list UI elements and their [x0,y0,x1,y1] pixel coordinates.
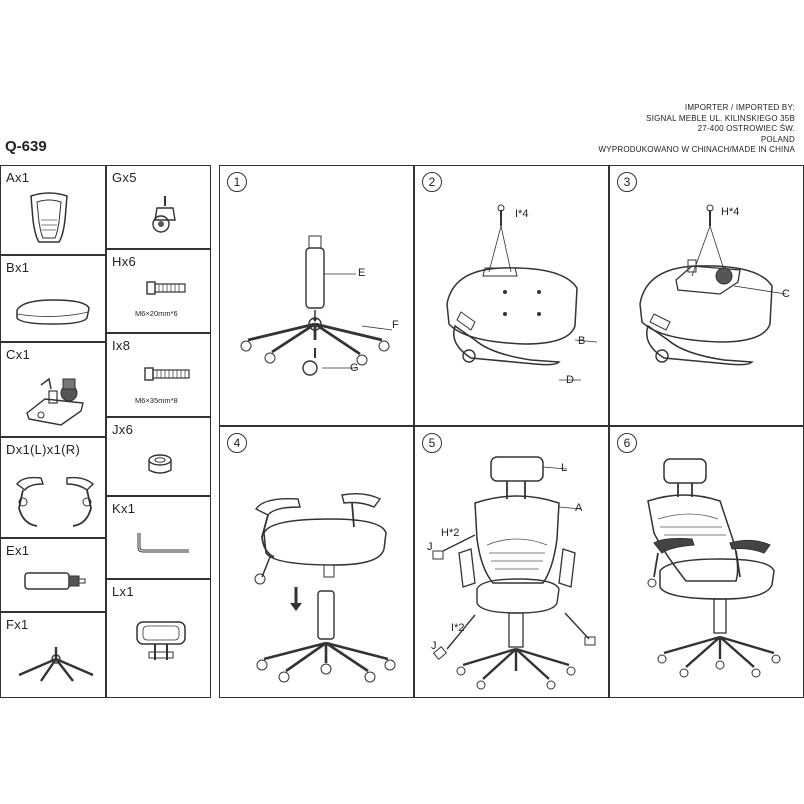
part-h: Hx6 M6×20mm*6 [106,249,211,333]
caster-icon [152,196,176,233]
importer-line-4: POLAND [760,134,795,144]
step-2-label-screws: I*4 [515,208,529,220]
importer-line-1: IMPORTER / IMPORTED BY: [684,103,795,112]
model-number: Q-639 [5,138,47,155]
part-j-label: Jx6 [112,422,134,437]
part-g-label: Gx5 [112,170,137,185]
step-2: 2 I*4 B D [414,165,609,426]
step-4: 4 [219,426,414,698]
step-1-number: 1 [227,172,247,192]
step-5-label-j1: J [427,541,433,553]
importer-line-5: WYPRODUKOWANO W CHINACH/MADE IN CHINA [598,145,795,154]
part-j: Jx6 [106,417,211,496]
part-l-label: Lx1 [112,584,134,599]
part-k: Kx1 [106,496,211,579]
part-i-size: M6×35mm*8 [135,396,178,405]
step-4-illustration [254,492,396,683]
step-4-number: 4 [227,433,247,453]
step-1-label-f: F [392,319,399,331]
part-i: Ix8 M6×35mm*8 [106,333,211,417]
step-5-illustration [432,456,596,690]
step-2-label-d: D [566,374,574,386]
mechanism-icon [26,377,84,426]
backrest-icon [30,192,68,243]
part-c: Cx1 [0,342,106,437]
gas-lift-icon [24,572,86,590]
part-c-label: Cx1 [6,347,31,362]
step-1-label-e: E [358,267,366,279]
long-bolt-icon [144,367,190,381]
step-6: 6 [609,426,804,698]
part-i-label: Ix8 [112,338,131,353]
headrest-icon [136,621,186,660]
importer-line-2: SIGNAL MEBLE UL. KILINSKIEGO 35B [646,113,795,123]
base-icon [18,647,94,682]
step-1: 1 E F G [219,165,414,426]
step-2-number: 2 [422,172,442,192]
part-f-label: Fx1 [6,617,29,632]
armrests-icon [16,476,95,527]
part-a: Ax1 [0,165,106,255]
step-5-label-j2: J [431,640,437,652]
part-e-label: Ex1 [6,543,30,558]
step-5-label-l: L [561,462,568,474]
seat-cushion-icon [16,299,90,325]
step-6-number: 6 [617,433,637,453]
importer-line-3: 27-400 OSTROWIEC ŚW. [697,124,795,133]
step-1-label-g: G [350,362,359,374]
step-3: 3 H*4 C [609,165,804,426]
part-b-label: Bx1 [6,260,30,275]
step-5-label-i2: I*2 [451,622,465,634]
importer-info: IMPORTER / IMPORTED BY: SIGNAL MEBLE UL.… [599,103,795,156]
step-6-illustration [647,458,781,678]
step-5: 5 L A H*2 J I*2 J [414,426,609,698]
part-h-size: M6×20mm*6 [135,309,178,318]
part-k-label: Kx1 [112,501,136,516]
step-2-illustration [446,204,598,381]
part-l: Lx1 [106,579,211,698]
step-5-label-a: A [575,502,583,514]
part-b: Bx1 [0,255,106,342]
step-2-label-b: B [578,335,586,347]
step-3-label-screws: H*4 [721,206,740,218]
step-3-number: 3 [617,172,637,192]
step-1-illustration [240,235,393,376]
washer-icon [148,454,172,474]
part-h-label: Hx6 [112,254,137,269]
step-3-illustration [639,204,787,366]
part-d: Dx1(L)x1(R) [0,437,106,538]
step-5-label-h2: H*2 [441,527,460,539]
step-5-number: 5 [422,433,442,453]
part-g: Gx5 [106,165,211,249]
part-f: Fx1 [0,612,106,698]
short-bolt-icon [146,281,186,295]
part-d-label: Dx1(L)x1(R) [6,442,81,457]
part-e: Ex1 [0,538,106,612]
step-3-label-c: C [782,288,790,300]
part-a-label: Ax1 [6,170,30,185]
allen-key-icon [137,533,189,553]
